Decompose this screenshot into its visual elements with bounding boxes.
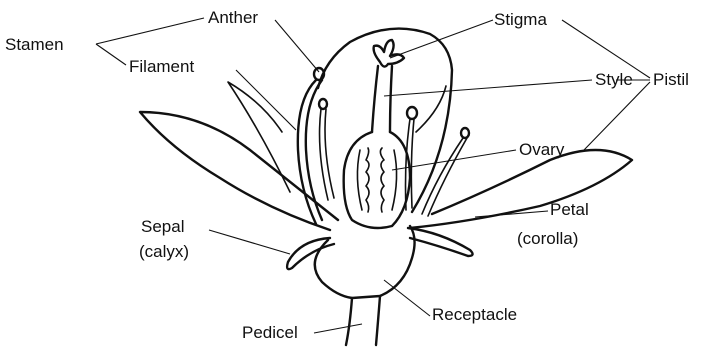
pistil-label: Pistil bbox=[653, 69, 689, 91]
stigma-drawing bbox=[374, 40, 404, 67]
sepal-label: Sepal bbox=[141, 216, 184, 238]
receptacle-drawing bbox=[315, 226, 415, 298]
anther-label: Anther bbox=[208, 7, 258, 29]
calyx-label: (calyx) bbox=[139, 241, 189, 263]
pedicel-label: Pedicel bbox=[242, 322, 298, 344]
stigma-label: Stigma bbox=[494, 9, 547, 31]
petal-right-upper-drawing bbox=[318, 29, 452, 212]
petal-label: Petal bbox=[550, 199, 589, 221]
receptacle-label: Receptacle bbox=[432, 304, 517, 326]
stamen-label: Stamen bbox=[5, 34, 64, 56]
pedicel-drawing bbox=[346, 296, 380, 345]
corolla-label: (corolla) bbox=[517, 228, 578, 250]
ovary-drawing bbox=[344, 132, 410, 228]
style-drawing bbox=[372, 66, 392, 132]
filament-label: Filament bbox=[129, 56, 194, 78]
sepal-right-drawing bbox=[408, 228, 473, 256]
style-label: Style bbox=[595, 69, 633, 91]
ovary-label: Ovary bbox=[519, 139, 564, 161]
